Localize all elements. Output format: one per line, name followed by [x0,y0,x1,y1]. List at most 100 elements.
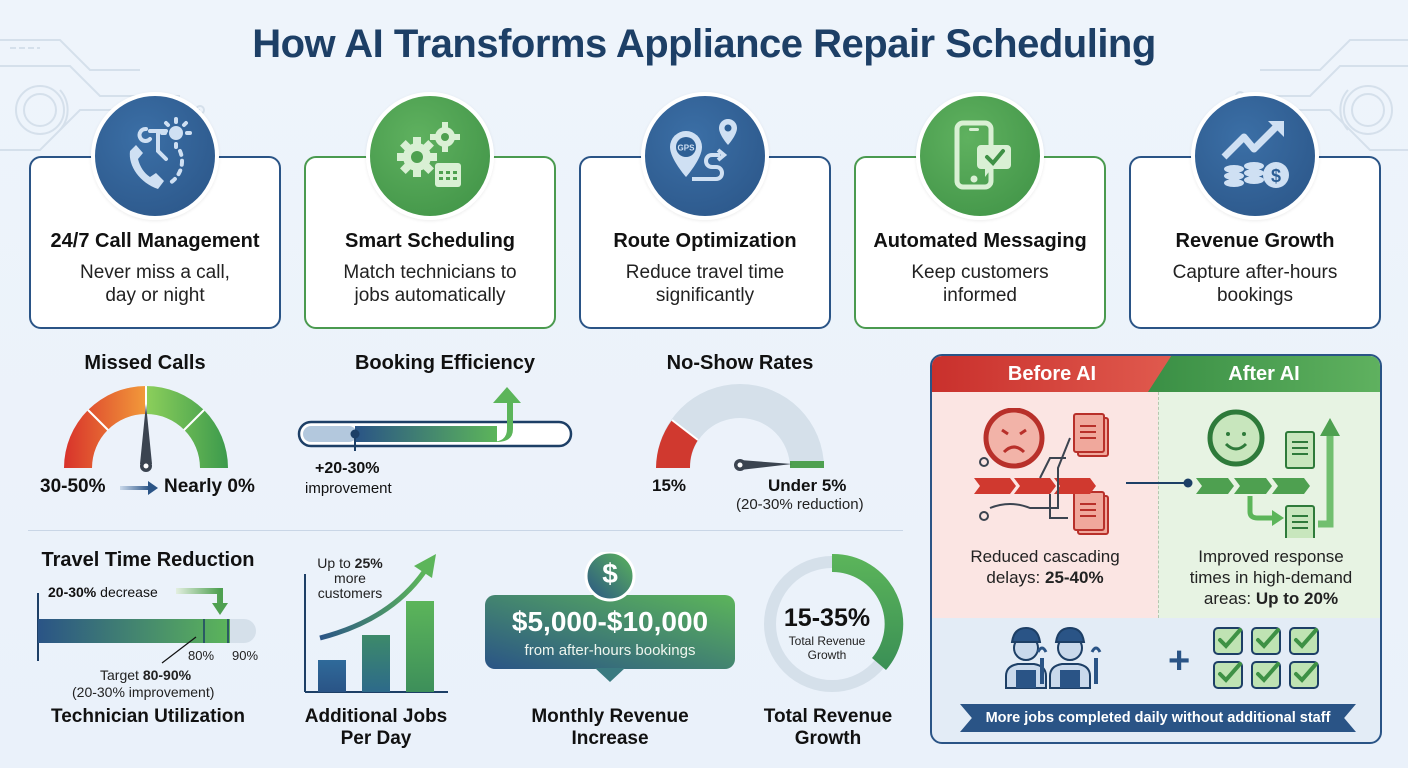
no-show-gauge [656,384,824,471]
feature-title: Automated Messaging [873,230,1087,252]
title-line: Increase [571,728,649,749]
feature-desc-line: Reduce travel time [625,262,785,283]
feature-title: Smart Scheduling [344,230,516,252]
feature-card-call-management: 24/7 Call Management Never miss a call, … [29,156,281,329]
total-revenue-ring [764,553,904,692]
booking-efficiency-bar [297,387,573,451]
feature-description: Match technicians to jobs automatically [316,261,544,307]
before-ai-text: Reduced cascading delays: 25-40% [942,546,1148,588]
no-show-after: Under 5% [768,476,847,495]
target-prefix: Target [100,667,143,683]
feature-title: 24/7 Call Management [50,230,260,252]
utilization-bar [37,588,256,664]
feature-desc-line: day or night [105,285,205,306]
target-value: 80-90% [142,667,192,683]
title-line: Additional Jobs [304,706,448,727]
technicians-icon [1005,626,1102,689]
plus-icon: + [1168,640,1191,682]
feature-description: Capture after-hours bookings [1141,261,1369,307]
feature-desc-line: informed [943,285,1017,306]
technician-utilization-title: Technician Utilization [51,706,245,727]
phone-clock-icon [91,92,219,220]
arrow-right-icon [120,481,158,495]
feature-title: Route Optimization [613,230,797,252]
gears-calendar-icon [366,92,494,220]
checkmarks-grid-icon [1213,627,1319,689]
no-show-title: No-Show Rates [666,352,814,374]
inner-label-line: Growth [807,648,847,662]
after-ai-text: Improved response times in high-demand a… [1168,546,1374,609]
tick-80: 80% [188,648,215,663]
additional-jobs-annotation: Up to 25% more customers [312,556,388,601]
additional-jobs-chart [304,554,448,693]
before-after-panel: Before AI After AI Reduced cascading del… [930,354,1382,744]
text-value: 25-40% [1044,568,1104,587]
monthly-revenue-title: Monthly Revenue Increase [510,706,710,750]
page-title: How AI Transforms Appliance Repair Sched… [252,22,1156,66]
feature-description: Reduce travel time significantly [591,261,819,307]
revenue-chart-icon: $ [1191,92,1319,220]
improved-response-icon [1196,409,1340,538]
revenue-callout [485,552,735,682]
annotation-value: 25% [354,555,383,571]
feature-desc-line: Match technicians to [343,262,517,283]
additional-jobs-title: Additional Jobs Per Day [296,706,456,750]
gps-route-icon: GPS [641,92,769,220]
connector-line [1126,478,1193,488]
missed-calls-title: Missed Calls [84,352,206,374]
feature-desc-line: Keep customers [911,262,1049,283]
after-ai-header: After AI [1148,356,1380,392]
missed-calls-gauge [64,386,228,472]
section-divider [28,530,903,531]
title-line: Per Day [340,728,412,749]
annotation-line: more [334,570,366,586]
total-revenue-inner-label: Total Revenue Growth [760,634,894,662]
text-prefix: areas: [1203,589,1256,608]
text-line: Reduced cascading [970,547,1120,566]
text-line: times in high-demand [1189,568,1353,587]
booking-efficiency-value: +20-30% [315,460,380,477]
annotation-line: customers [317,585,383,601]
travel-time-title: Travel Time Reduction [41,549,255,571]
phone-message-icon [916,92,1044,220]
tick-90: 90% [232,648,259,663]
feature-title: Revenue Growth [1175,230,1335,252]
booking-efficiency-caption: improvement [305,480,392,497]
decrease-value: 20-30% [48,584,97,600]
svg-text:$: $ [1271,166,1281,186]
annotation-prefix: Up to [317,555,355,571]
title-line: Growth [794,728,862,749]
missed-calls-before: 30-50% [40,476,106,497]
monthly-revenue-caption: from after-hours bookings [524,642,696,659]
before-ai-section [932,392,1158,618]
feature-desc-line: Never miss a call, [80,262,230,283]
before-ai-header: Before AI [932,356,1172,392]
after-ai-section [1158,392,1380,618]
no-show-before: 15% [652,476,687,495]
text-line: Improved response [1198,547,1344,566]
dollar-icon: $ [602,558,618,589]
total-revenue-title: Total Revenue Growth [748,706,908,750]
cascading-delays-icon [974,408,1109,535]
no-show-caption: (20-30% reduction) [736,496,864,513]
utilization-caption: (20-30% improvement) [72,684,215,700]
feature-desc-line: significantly [655,285,755,306]
feature-desc-line: jobs automatically [354,285,506,306]
inner-label-line: Total Revenue [788,634,866,648]
utilization-target: Target 80-90% [100,667,191,683]
text-prefix: delays: [986,568,1045,587]
feature-desc-line: Capture after-hours [1172,262,1338,283]
missed-calls-after: Nearly 0% [164,476,255,497]
svg-text:GPS: GPS [678,144,696,153]
decrease-label: decrease [96,584,158,600]
travel-time-decrease: 20-30% decrease [48,584,158,600]
text-value: Up to 20% [1255,589,1339,608]
booking-efficiency-title: Booking Efficiency [354,352,536,374]
staff-banner: More jobs completed daily without additi… [960,704,1356,732]
title-line: Monthly Revenue [531,706,689,727]
feature-description: Never miss a call, day or night [41,261,269,307]
feature-description: Keep customers informed [866,261,1094,307]
total-revenue-value: 15-35% [783,604,871,632]
title-line: Total Revenue [763,706,893,727]
feature-desc-line: bookings [1216,285,1294,306]
